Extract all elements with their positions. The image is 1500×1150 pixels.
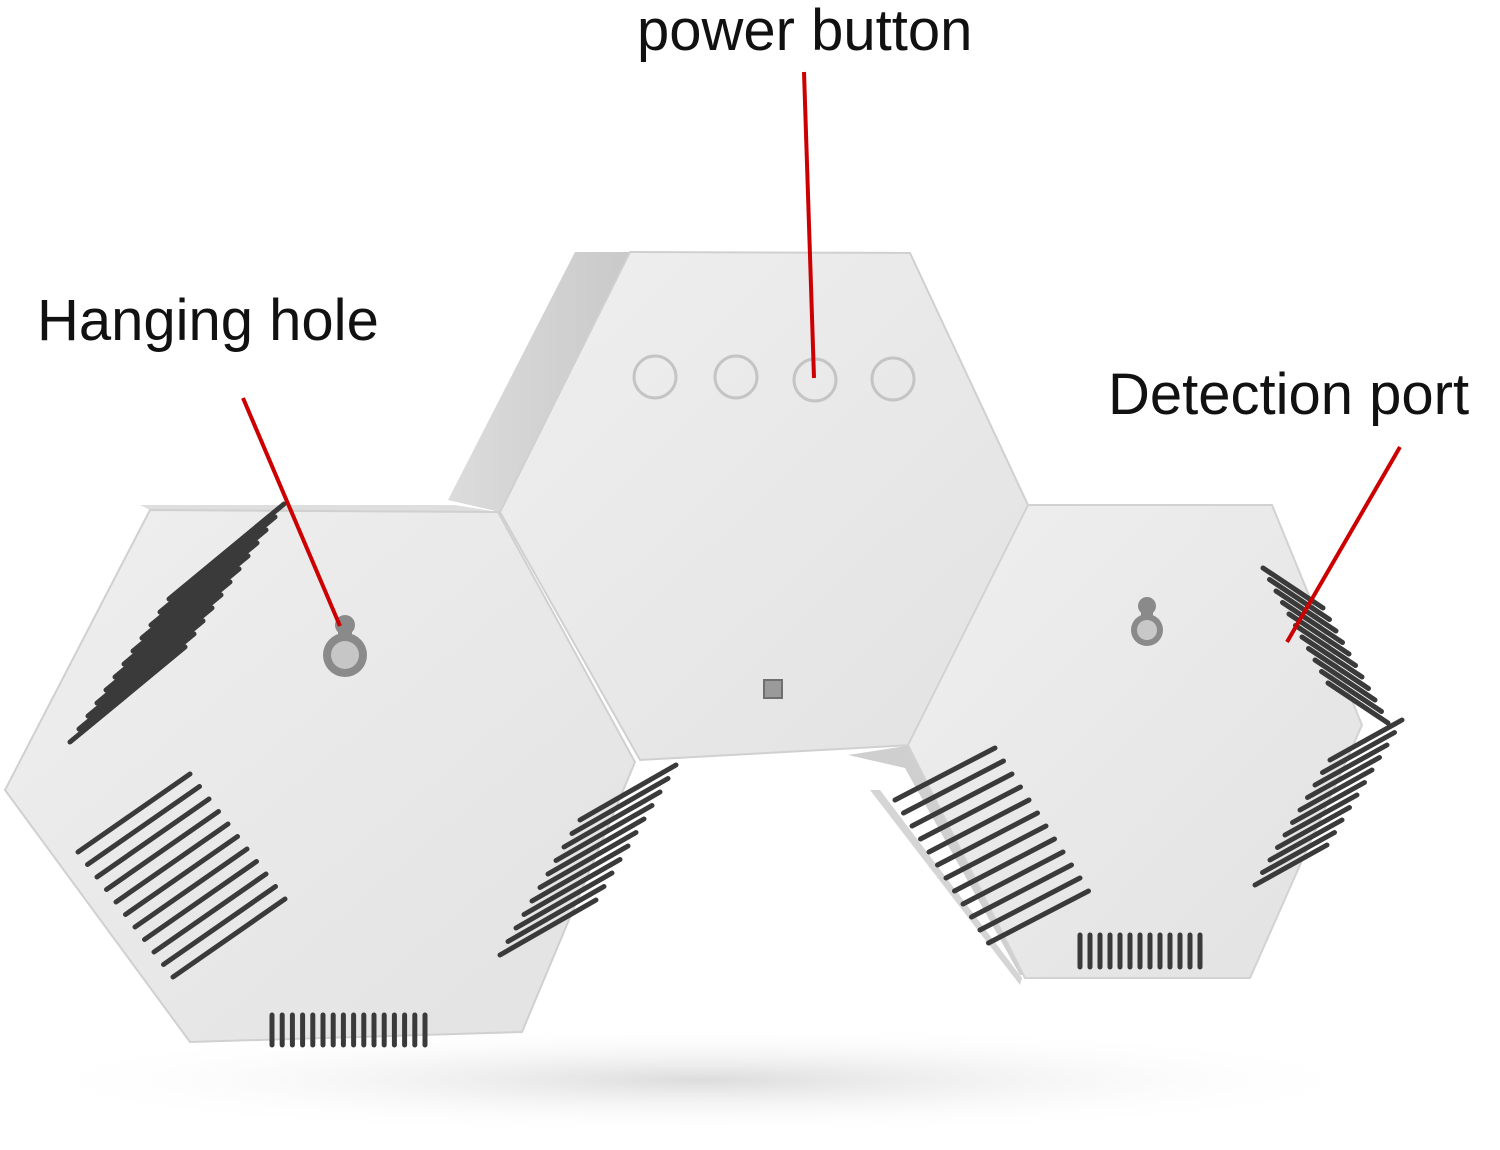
left-hanging-hole: [323, 615, 367, 677]
vent-slot: [139, 540, 260, 641]
vent-slot: [94, 796, 212, 880]
vent-slot: [926, 797, 1032, 855]
vent-slot: [67, 644, 188, 745]
right-bottom-vents: [1077, 932, 1203, 970]
vent-slot: [132, 846, 250, 930]
vent-slot: [561, 789, 663, 850]
vent-slot: [94, 605, 215, 706]
hanging-hole-label: Hanging hole: [37, 288, 379, 353]
vent-slot: [166, 501, 287, 602]
vent-slot: [1327, 717, 1405, 763]
vent-slot: [1325, 680, 1391, 726]
vent-slot: [1320, 730, 1397, 775]
vent-slot: [103, 592, 224, 693]
vent-slot: [85, 784, 202, 867]
vent-slot: [1275, 805, 1352, 850]
right-hexagon-module: [848, 504, 1405, 985]
left-upper-vents: [67, 501, 287, 745]
vent-slot: [161, 884, 278, 967]
hanging-hole-leader-line: [241, 397, 342, 627]
vent-slot: [121, 566, 242, 667]
vent-slot: [1299, 634, 1365, 680]
vent-slot: [497, 897, 599, 958]
left-right-vents: [497, 762, 679, 958]
vent-slot: [104, 809, 221, 892]
vent-slot: [1282, 792, 1360, 838]
right-upper-vents: [1260, 565, 1391, 726]
vent-slot: [943, 823, 1049, 881]
vent-slot: [537, 830, 639, 890]
button-2: [713, 354, 759, 400]
vent-slot: [112, 579, 233, 680]
vent-slot: [170, 896, 288, 980]
vent-slot: [1267, 577, 1332, 622]
vent-slot: [130, 553, 251, 654]
power-button-label: power button: [637, 0, 973, 63]
vent-slot: [151, 871, 269, 955]
vent-slot: [909, 771, 1015, 829]
right-lower-vents: [1252, 717, 1405, 888]
left-lower-vents: [75, 771, 288, 980]
vent-slot: [952, 836, 1057, 894]
center-hexagon-module: [448, 250, 1030, 762]
vent-slot: [521, 857, 623, 917]
vent-slot: [1252, 842, 1330, 888]
vent-slot: [1260, 565, 1326, 611]
vent-slot: [76, 631, 197, 732]
power-button-leader-line: [802, 71, 816, 379]
vent-slot: [545, 816, 647, 877]
vent-slot: [113, 821, 231, 905]
vent-slot: [529, 843, 631, 904]
right-hanging-hole: [1131, 597, 1163, 646]
vent-slot: [513, 870, 615, 931]
right-module-bottom-side: [870, 790, 1022, 985]
vent-slot: [1293, 623, 1358, 668]
right-module-face: [906, 504, 1364, 979]
vent-slot: [148, 527, 269, 628]
vent-slot: [157, 514, 278, 615]
vent-slot: [1260, 830, 1337, 875]
detection-port-label: Detection port: [1108, 362, 1470, 427]
vent-slot: [1319, 669, 1384, 714]
indicator-square: [763, 679, 783, 699]
left-bottom-vents: [269, 1012, 428, 1048]
left-hexagon-module: [3, 501, 679, 1048]
vent-slot: [1290, 780, 1367, 825]
button-1: [632, 354, 678, 400]
vent-slot: [901, 758, 1006, 816]
vent-slot: [553, 803, 655, 863]
vent-slot: [1305, 755, 1382, 800]
vent-slot: [1312, 657, 1378, 703]
vent-slot: [969, 862, 1074, 920]
floor-shadow: [0, 1025, 1400, 1135]
button-4: [870, 356, 916, 402]
vent-slot: [892, 745, 998, 803]
vent-slot: [986, 888, 1091, 946]
vent-slot: [505, 884, 607, 944]
vent-slot: [577, 762, 679, 823]
vent-slot: [569, 776, 671, 836]
center-module-side: [448, 252, 630, 512]
vent-slot: [935, 810, 1040, 868]
detection-port-leader-line: [1285, 445, 1402, 644]
vent-slot: [1280, 600, 1345, 645]
vent-slot: [977, 875, 1083, 933]
right-side-vents: [892, 745, 1091, 946]
vent-slot: [142, 859, 259, 942]
vent-slot: [1267, 817, 1345, 863]
vent-slot: [85, 618, 206, 719]
vent-slot: [123, 834, 240, 917]
vent-slot: [918, 784, 1023, 842]
left-module-face: [3, 508, 637, 1044]
vent-slot: [960, 849, 1066, 907]
vent-slot: [1312, 742, 1390, 788]
vent-slot: [75, 771, 193, 855]
vent-slot: [1306, 646, 1371, 691]
vent-slot: [1297, 767, 1375, 813]
